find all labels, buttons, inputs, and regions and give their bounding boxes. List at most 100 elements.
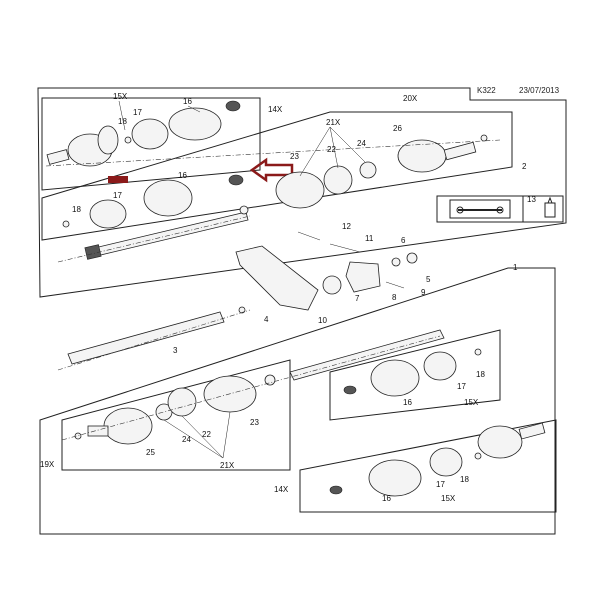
label-3: 3 (173, 346, 178, 355)
clamp-16-bottom (329, 485, 343, 495)
clamp-ring-17-top (131, 118, 169, 150)
leader-16 (187, 105, 201, 113)
clamp-22-lower (167, 387, 197, 417)
label-16: 16 (183, 97, 192, 106)
label-17: 17 (133, 108, 142, 117)
kit-15x-right-frame (329, 329, 501, 421)
drive-shaft-middle (84, 211, 249, 260)
kit-20x-frame (41, 111, 513, 241)
label-15x-bottom: 15X (441, 494, 456, 503)
label-24: 24 (357, 139, 366, 148)
kit-14x-bottom-frame (299, 419, 557, 513)
boot-16-right (370, 359, 420, 397)
washer-5 (391, 257, 401, 267)
diagram-code: K322 (477, 86, 496, 95)
label-16-right: 16 (403, 398, 412, 407)
leader-21x-c (329, 126, 366, 163)
label-15x: 15X (113, 92, 128, 101)
clamp-ring-17-mid (89, 199, 127, 229)
label-8: 8 (392, 293, 397, 302)
label-17-mid: 17 (113, 191, 122, 200)
bearing-7 (322, 275, 342, 295)
label-11: 11 (365, 234, 374, 243)
lubricant-box (522, 195, 564, 223)
diagram-date: 23/07/2013 (519, 86, 560, 95)
label-6: 6 (401, 236, 406, 245)
repair-manual-wrench-icon (449, 199, 511, 219)
assembly-2-frame (37, 87, 567, 298)
clamp-16-mid (228, 174, 244, 186)
intermediate-shaft-3 (67, 311, 225, 365)
label-12: 12 (342, 222, 351, 231)
drive-shaft-1 (289, 329, 445, 381)
label-25: 25 (146, 448, 155, 457)
label-18: 18 (118, 117, 127, 126)
label-18-bottom: 18 (460, 475, 469, 484)
label-7: 7 (355, 294, 360, 303)
label-24-lower: 24 (182, 435, 191, 444)
boot-16-bottom (368, 459, 422, 497)
leader-21x-lower-b (181, 415, 224, 459)
label-16-bottom: 16 (382, 494, 391, 503)
bolt-12 (297, 231, 321, 241)
clamp-22 (323, 165, 353, 195)
circlip-23-lower (264, 374, 276, 386)
tripod-24 (359, 161, 377, 179)
clamp-ring-17-bottom (429, 447, 463, 477)
label-22: 22 (327, 145, 336, 154)
centerline-top (45, 139, 501, 167)
bolt-11 (329, 243, 361, 253)
circlip-26 (480, 134, 488, 142)
leader-15x (118, 100, 126, 131)
circlip-25 (74, 432, 82, 440)
label-5: 5 (426, 275, 431, 284)
label-16-mid: 16 (178, 171, 187, 180)
leader-21x-lower (222, 411, 231, 459)
assembly-1-frame-main (39, 267, 556, 535)
outer-cv-joint-bottom (477, 422, 546, 459)
circlip-18-right (474, 348, 482, 356)
label-15x-right: 15X (464, 398, 479, 407)
circlip-4 (238, 306, 246, 314)
label-19x: 19X (40, 460, 55, 469)
circlip-23 (239, 205, 249, 215)
inner-cv-housing-26 (397, 139, 477, 173)
label-4: 4 (264, 315, 269, 324)
circlip-18-mid (62, 220, 70, 228)
label-13: 13 (527, 195, 536, 204)
outer-cv-joint-top (46, 125, 119, 167)
boot-16-mid (143, 179, 193, 217)
leader-21x (299, 126, 331, 177)
support-bracket (345, 261, 381, 293)
centerline-mid (57, 215, 251, 263)
label-17-bottom: 17 (436, 480, 445, 489)
label-2: 2 (522, 162, 527, 171)
label-21x: 21X (326, 118, 341, 127)
clamp-ring-17-right (423, 351, 457, 381)
highlighted-part-badge (108, 176, 128, 183)
label-18-mid: 18 (72, 205, 81, 214)
clamp-16-top (225, 100, 241, 112)
nut-6 (406, 252, 418, 264)
kit-14x-top-frame (41, 97, 261, 191)
label-14x: 14X (268, 105, 283, 114)
bearing-bracket-10 (235, 245, 319, 311)
label-9: 9 (421, 288, 426, 297)
label-1: 1 (513, 263, 518, 272)
label-26: 26 (393, 124, 402, 133)
clamp-16-right (343, 385, 357, 395)
boot-16-top (168, 107, 222, 141)
circlip-18-top (124, 136, 132, 144)
boot-21x-inner (275, 171, 325, 209)
label-10: 10 (318, 316, 327, 325)
label-21x-lower: 21X (220, 461, 235, 470)
centerline-lower (57, 309, 251, 371)
grease-can-icon (544, 196, 556, 218)
label-20x: 20X (403, 94, 418, 103)
leader-21x-lower-c (163, 419, 224, 459)
label-22-lower: 22 (202, 430, 211, 439)
label-18-right: 18 (476, 370, 485, 379)
bolt-9 (385, 281, 405, 289)
